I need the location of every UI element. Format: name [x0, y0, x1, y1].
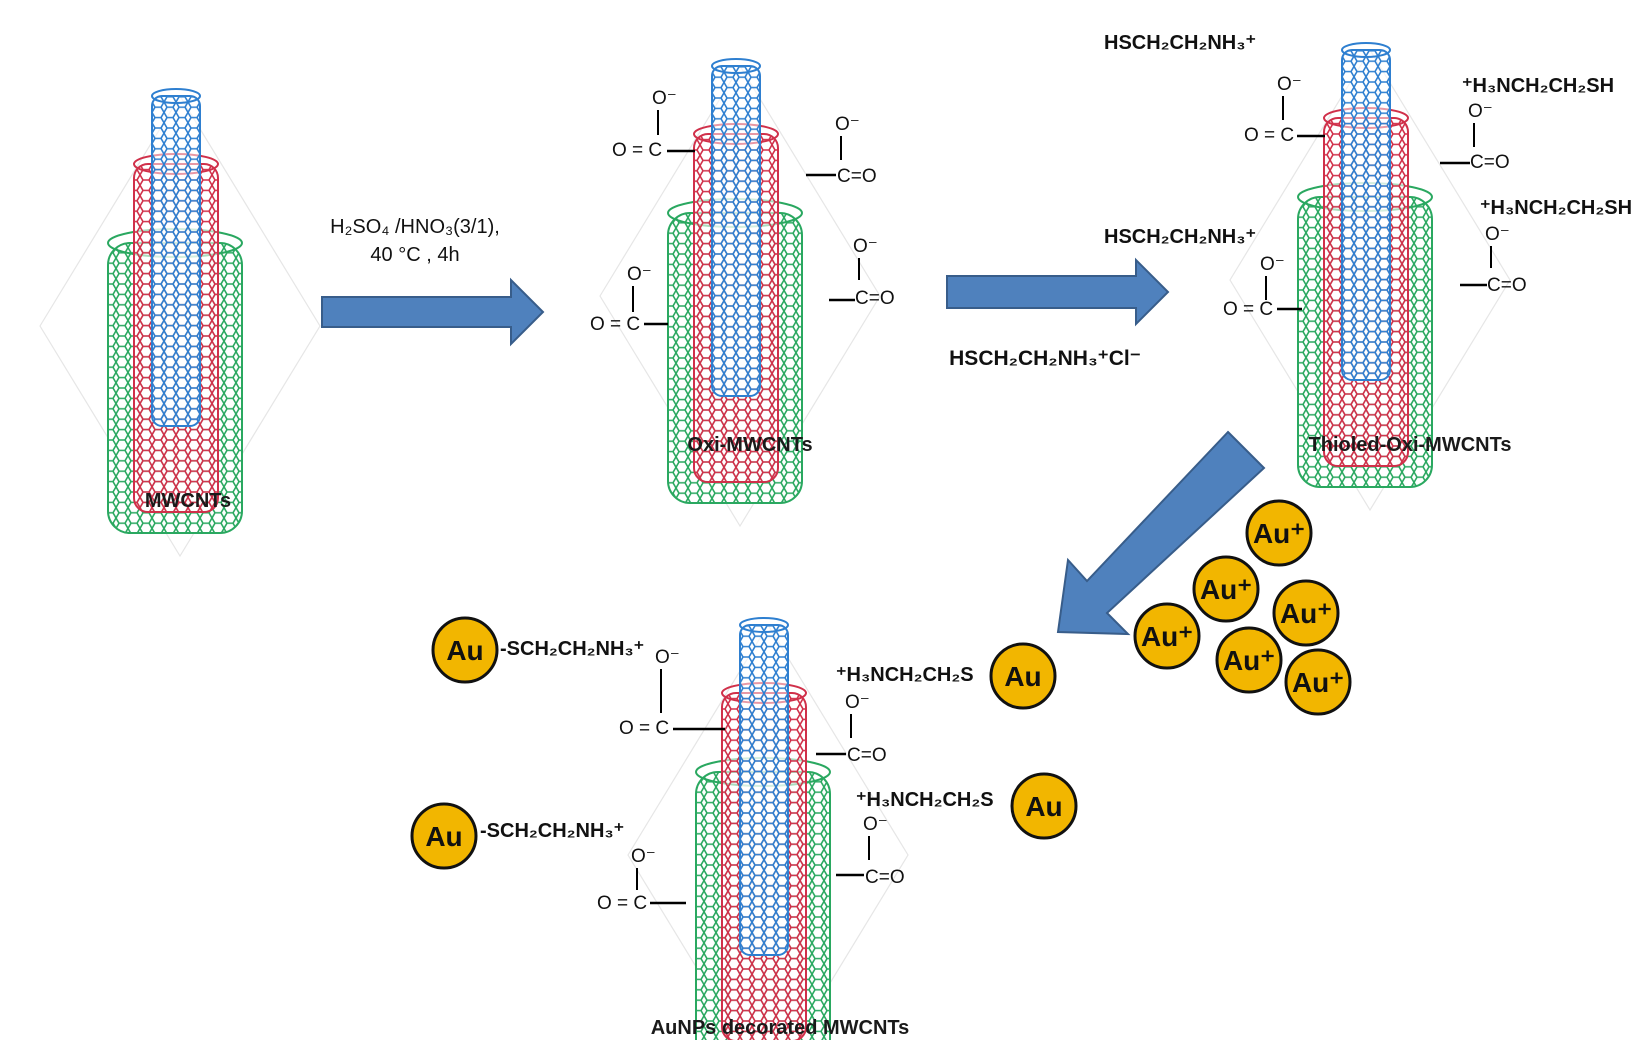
svg-text:O = C: O = C	[590, 314, 640, 335]
svg-text:C=O: C=O	[865, 867, 905, 888]
svg-text:Au⁺: Au⁺	[1280, 598, 1332, 629]
aunps-mwcnts-label: AuNPs decorated MWCNTs	[651, 1017, 910, 1039]
svg-text:-SCH₂CH₂NH₃⁺: -SCH₂CH₂NH₃⁺	[500, 638, 644, 660]
gold-ion: Au⁺	[1245, 499, 1313, 567]
svg-text:⁺H₃NCH₂CH₂S: ⁺H₃NCH₂CH₂S	[856, 789, 994, 811]
gold-ion: Au⁺	[1133, 602, 1201, 670]
svg-text:Au⁺: Au⁺	[1253, 518, 1305, 549]
svg-text:O⁻: O⁻	[1277, 74, 1302, 95]
step1-condition-temp: 40 °C , 4h	[370, 244, 459, 266]
mwcnt-structure	[39, 88, 321, 557]
oxi-carboxyl-groups: O⁻ O = C O⁻ C=O O⁻ O = C O⁻ C=O	[590, 88, 895, 335]
svg-text:C=O: C=O	[855, 288, 895, 309]
gold-ion-cluster: Au⁺ Au⁺ Au⁺ Au⁺ Au⁺ Au⁺	[1133, 499, 1352, 716]
svg-text:Au: Au	[1025, 791, 1062, 822]
svg-text:HSCH₂CH₂NH₃⁺: HSCH₂CH₂NH₃⁺	[1104, 226, 1256, 248]
svg-text:O = C: O = C	[612, 140, 662, 161]
step2-reagent: HSCH₂CH₂NH₃⁺Cl⁻	[949, 347, 1141, 370]
svg-text:O⁻: O⁻	[835, 114, 860, 135]
svg-text:O⁻: O⁻	[627, 264, 652, 285]
svg-text:⁺H₃NCH₂CH₂SH: ⁺H₃NCH₂CH₂SH	[1480, 197, 1632, 219]
svg-text:Au: Au	[425, 821, 462, 852]
gold-ion: Au⁺	[1272, 579, 1340, 647]
svg-text:O⁻: O⁻	[1468, 101, 1493, 122]
gold-ion: Au⁺	[1215, 626, 1283, 694]
svg-text:O⁻: O⁻	[652, 88, 677, 109]
svg-text:O⁻: O⁻	[853, 236, 878, 257]
gold-nanoparticle: Au	[989, 642, 1057, 710]
gold-nanoparticle: Au	[1010, 772, 1078, 840]
svg-text:Au: Au	[1004, 661, 1041, 692]
svg-text:O⁻: O⁻	[631, 846, 656, 867]
thioled-oxi-mwcnts-label: Thioled-Oxi-MWCNTs	[1309, 434, 1512, 456]
thioled-functional-groups: HSCH₂CH₂NH₃⁺ ⁺H₃NCH₂CH₂SH HSCH₂CH₂NH₃⁺ ⁺…	[1104, 32, 1632, 320]
svg-text:O⁻: O⁻	[655, 647, 680, 668]
svg-text:C=O: C=O	[847, 745, 887, 766]
svg-text:Au⁺: Au⁺	[1141, 621, 1193, 652]
svg-text:HSCH₂CH₂NH₃⁺: HSCH₂CH₂NH₃⁺	[1104, 32, 1256, 54]
svg-text:C=O: C=O	[1487, 275, 1527, 296]
mwcnts-label: MWCNTs	[145, 490, 231, 512]
aunp-functional-groups: Au -SCH₂CH₂NH₃⁺ Au -SCH₂CH₂NH₃⁺ ⁺H₃NCH₂C…	[410, 616, 1078, 914]
reaction-arrow-2	[946, 257, 1170, 327]
svg-text:Au: Au	[446, 635, 483, 666]
svg-text:O = C: O = C	[1244, 125, 1294, 146]
gold-ion: Au⁺	[1192, 555, 1260, 623]
svg-text:C=O: C=O	[837, 166, 877, 187]
svg-text:O⁻: O⁻	[1485, 224, 1510, 245]
svg-text:O = C: O = C	[1223, 299, 1273, 320]
gold-nanoparticle: Au	[431, 616, 499, 684]
reaction-arrow-3	[1056, 430, 1266, 636]
reaction-arrow-1	[321, 277, 545, 347]
svg-text:-SCH₂CH₂NH₃⁺: -SCH₂CH₂NH₃⁺	[480, 820, 624, 842]
oxi-mwcnts-label: Oxi-MWCNTs	[687, 434, 812, 456]
svg-text:O = C: O = C	[619, 718, 669, 739]
svg-text:Au⁺: Au⁺	[1223, 645, 1275, 676]
svg-text:O⁻: O⁻	[845, 692, 870, 713]
svg-text:Au⁺: Au⁺	[1200, 574, 1252, 605]
svg-text:⁺H₃NCH₂CH₂S: ⁺H₃NCH₂CH₂S	[836, 664, 974, 686]
gold-nanoparticle: Au	[410, 802, 478, 870]
svg-text:O = C: O = C	[597, 893, 647, 914]
svg-text:O⁻: O⁻	[863, 814, 888, 835]
svg-text:C=O: C=O	[1470, 152, 1510, 173]
step1-condition-acid: H₂SO₄ /HNO₃(3/1),	[330, 216, 500, 238]
svg-text:⁺H₃NCH₂CH₂SH: ⁺H₃NCH₂CH₂SH	[1462, 75, 1614, 97]
gold-ion: Au⁺	[1284, 648, 1352, 716]
svg-text:O⁻: O⁻	[1260, 254, 1285, 275]
svg-text:Au⁺: Au⁺	[1292, 667, 1344, 698]
